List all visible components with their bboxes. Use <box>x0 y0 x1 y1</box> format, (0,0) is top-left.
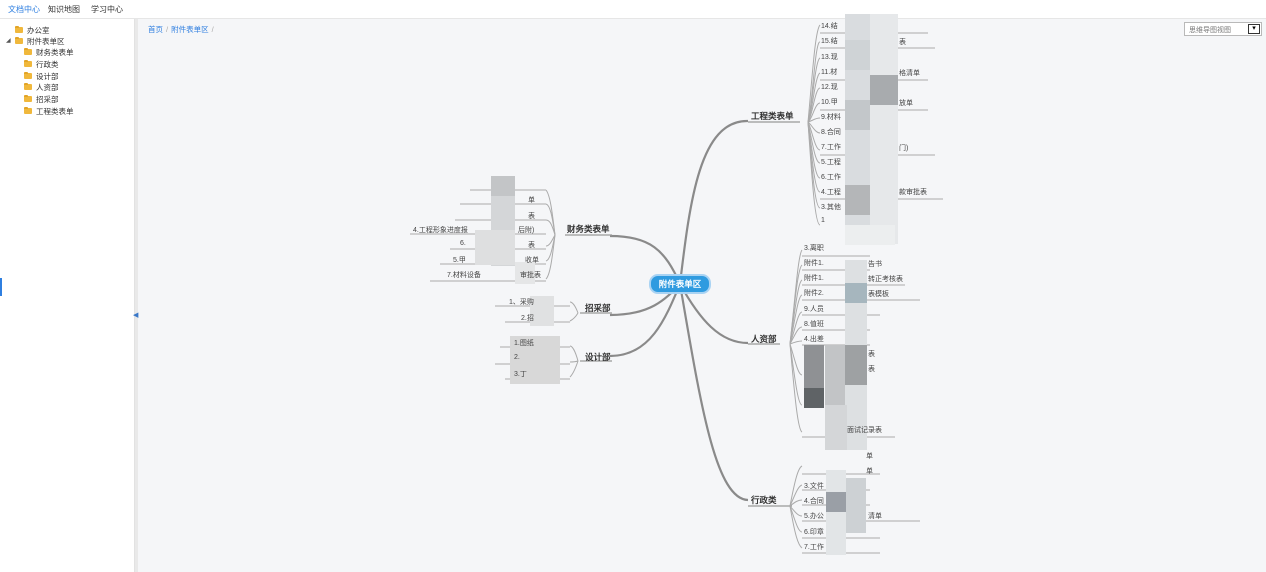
view-mode-select[interactable]: 思维导图视图 ▾ <box>1184 22 1262 36</box>
leaf-node[interactable]: 6. <box>460 240 466 247</box>
leaf-node[interactable]: 2.招 <box>521 315 534 322</box>
leaf-node[interactable]: 5.办公 <box>804 513 824 520</box>
leaf-suffix: 单 <box>528 197 535 204</box>
leaf-node[interactable]: 附件2. <box>804 290 824 297</box>
leaf-node[interactable]: 4.出差 <box>804 336 824 343</box>
leaf-node[interactable]: 13.现 <box>821 54 838 61</box>
leaf-node[interactable]: 6.印章 <box>804 529 824 536</box>
leaf-node[interactable]: 1 <box>821 217 825 224</box>
tree-item-procurement[interactable]: 招采部 <box>24 95 59 105</box>
panel-splitter[interactable] <box>135 19 138 572</box>
leaf-suffix: 格清单 <box>899 70 920 77</box>
mindmap-root-node[interactable]: 附件表单区 <box>649 274 711 294</box>
mindmap-branch-curves <box>609 119 749 502</box>
leaf-suffix: 表模板 <box>868 291 889 298</box>
leaf-node[interactable]: 14.结 <box>821 23 838 30</box>
leaf-node[interactable]: 3.离职 <box>804 245 824 252</box>
tree-item-attachments[interactable]: 附件表单区 <box>15 37 65 47</box>
nav-learning-center[interactable]: 学习中心 <box>91 5 123 14</box>
leaf-node[interactable]: 15.结 <box>821 38 838 45</box>
leaf-node[interactable]: 附件1. <box>804 275 824 282</box>
expand-caret-icon[interactable]: ◢ <box>6 38 11 44</box>
tree-item-finance[interactable]: 财务类表单 <box>24 48 74 58</box>
leaf-suffix: 表 <box>868 351 875 358</box>
leaf-suffix: 表 <box>528 242 535 249</box>
leaf-node[interactable]: 10.甲 <box>821 99 838 106</box>
leaf-node[interactable]: 7.材料设备 <box>447 272 481 279</box>
leaf-suffix: 清单 <box>868 513 882 520</box>
leaf-suffix: 表 <box>528 213 535 220</box>
leaf-node[interactable]: 5.甲 <box>453 257 466 264</box>
leaf-node[interactable]: 4.工程 <box>821 189 841 196</box>
leaf-node[interactable]: 8.值班 <box>804 321 824 328</box>
folder-icon <box>24 107 32 114</box>
mindmap-branch-underlines <box>565 121 800 507</box>
leaf-suffix: 表 <box>868 366 875 373</box>
scroll-marker <box>0 278 2 296</box>
leaf-node[interactable]: 6.工作 <box>821 174 841 181</box>
leaf-node[interactable]: 4.工程形象进度报 <box>413 227 468 234</box>
leaf-node[interactable]: 1.图纸 <box>514 340 534 347</box>
leaf-node[interactable]: 1、采购 <box>509 299 534 306</box>
breadcrumb-home[interactable]: 首页 <box>148 25 163 34</box>
branch-design[interactable]: 设计部 <box>585 352 611 362</box>
leaf-node[interactable]: 3.其他 <box>821 204 841 211</box>
leaf-node[interactable]: 7.工作 <box>821 144 841 151</box>
folder-icon <box>24 83 32 90</box>
leaf-suffix: 单 <box>866 453 873 460</box>
branch-engineering[interactable]: 工程类表单 <box>751 111 794 121</box>
leaf-node[interactable]: 5.工程 <box>821 159 841 166</box>
leaf-node[interactable]: 附件1. <box>804 260 824 267</box>
branch-admin[interactable]: 行政类 <box>751 495 777 505</box>
leaf-suffix: 转正考核表 <box>868 276 903 283</box>
tree-item-hr[interactable]: 人资部 <box>24 83 59 93</box>
leaf-node[interactable]: 3.丁 <box>514 371 527 378</box>
view-mode-value: 思维导图视图 <box>1189 27 1231 34</box>
leaf-node[interactable]: 12.现 <box>821 84 838 91</box>
leaf-suffix: 告书 <box>868 261 882 268</box>
leaf-suffix: 单 <box>866 468 873 475</box>
leaf-suffix: 审批表 <box>520 272 541 279</box>
leaf-node[interactable]: 7.工作 <box>804 544 824 551</box>
leaf-suffix: 面试记录表 <box>847 427 882 434</box>
leaf-suffix: 放单 <box>899 100 913 107</box>
leaf-suffix: 款审批表 <box>899 189 927 196</box>
leaf-suffix: 门) <box>899 145 909 152</box>
leaf-node[interactable]: 9.人员 <box>804 306 824 313</box>
leaf-node[interactable]: 11.材 <box>821 69 838 76</box>
leaf-node[interactable]: 2. <box>514 354 520 361</box>
sidebar-tree: 办公室 ◢ 附件表单区 财务类表单 行政类 设计部 人资部 招采部 工程类表单 <box>0 19 135 572</box>
folder-icon <box>15 26 23 33</box>
folder-icon <box>15 37 23 44</box>
tree-item-office[interactable]: 办公室 <box>15 26 50 36</box>
tree-item-engineering[interactable]: 工程类表单 <box>24 107 74 117</box>
leaf-suffix: 收单 <box>525 257 539 264</box>
breadcrumb: 首页/附件表单区/ <box>148 25 214 34</box>
nav-doc-center[interactable]: 文档中心 <box>8 5 40 14</box>
tree-item-admin[interactable]: 行政类 <box>24 60 59 70</box>
branch-hr[interactable]: 人资部 <box>751 334 777 344</box>
folder-icon <box>24 95 32 102</box>
collapse-arrow-icon[interactable]: ◀ <box>133 312 139 319</box>
branch-procurement[interactable]: 招采部 <box>585 303 611 313</box>
leaf-suffix: 表 <box>899 39 906 46</box>
nav-knowledge-map[interactable]: 知识地图 <box>48 5 80 14</box>
chevron-down-icon: ▾ <box>1248 24 1260 34</box>
tree-item-design[interactable]: 设计部 <box>24 72 59 82</box>
leaf-node[interactable]: 3.文件 <box>804 483 824 490</box>
leaf-node[interactable]: 9.材料 <box>821 114 841 121</box>
leaf-node[interactable]: 4.合同 <box>804 498 824 505</box>
top-nav-bar: 文档中心 知识地图 学习中心 <box>0 0 1266 19</box>
folder-icon <box>24 48 32 55</box>
breadcrumb-current[interactable]: 附件表单区 <box>171 25 209 34</box>
leaf-node[interactable]: 8.合同 <box>821 129 841 136</box>
branch-finance[interactable]: 财务类表单 <box>567 224 610 234</box>
folder-icon <box>24 72 32 79</box>
leaf-suffix: 后附) <box>518 227 535 234</box>
folder-icon <box>24 60 32 67</box>
mindmap-blur-blocks <box>475 14 898 555</box>
